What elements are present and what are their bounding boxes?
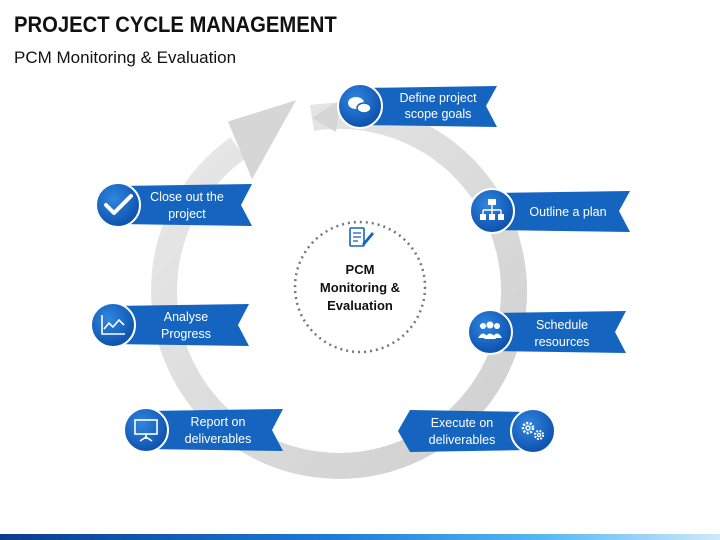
chat-bubbles-icon xyxy=(348,97,372,114)
people-group-icon xyxy=(478,321,502,339)
step-schedule-resources-line-2: resources xyxy=(535,335,590,349)
step-schedule-resources-line-1: Schedule xyxy=(536,318,588,332)
step-schedule-resources: Schedule resources xyxy=(467,309,626,355)
step-define-scope-line-1: Define project xyxy=(399,91,477,105)
step-analyse-progress: Analyse Progress xyxy=(90,302,249,348)
step-close-project-line-2: project xyxy=(168,207,206,221)
step-execute-deliverables: Execute on deliverables xyxy=(398,408,556,454)
center-label-line-2: Monitoring & xyxy=(320,280,400,295)
step-execute-deliverables-line-1: Execute on xyxy=(431,416,494,430)
step-close-project-line-1: Close out the xyxy=(150,190,224,204)
step-analyse-progress-line-1: Analyse xyxy=(164,310,209,324)
step-analyse-progress-line-2: Progress xyxy=(161,327,211,341)
gears-icon xyxy=(521,421,545,441)
step-define-scope: Define project scope goals xyxy=(337,83,497,129)
document-pen-icon xyxy=(349,227,374,247)
step-close-project: Close out the project xyxy=(95,182,252,228)
presentation-board-icon xyxy=(134,419,158,442)
org-chart-icon xyxy=(480,199,504,220)
step-execute-deliverables-line-2: deliverables xyxy=(429,433,496,447)
center-label-line-1: PCM xyxy=(346,262,375,277)
step-outline-plan-line-1: Outline a plan xyxy=(529,205,606,219)
page-subtitle: PCM Monitoring & Evaluation xyxy=(14,48,237,67)
center-label-line-3: Evaluation xyxy=(327,298,393,313)
step-define-scope-line-2: scope goals xyxy=(405,107,472,121)
cycle-arrow-head-icon xyxy=(227,100,297,180)
footer-gradient-bar xyxy=(0,534,720,540)
cycle-ring xyxy=(151,100,527,479)
step-report-deliverables-line-2: deliverables xyxy=(185,432,252,446)
center-node: PCM Monitoring & Evaluation xyxy=(293,220,427,354)
line-chart-icon xyxy=(101,315,125,335)
step-report-deliverables-line-1: Report on xyxy=(191,415,246,429)
step-report-deliverables: Report on deliverables xyxy=(123,407,283,453)
step-outline-plan: Outline a plan xyxy=(469,188,630,234)
checkmark-icon xyxy=(104,194,133,215)
page-title: PROJECT CYCLE MANAGEMENT xyxy=(14,12,337,37)
